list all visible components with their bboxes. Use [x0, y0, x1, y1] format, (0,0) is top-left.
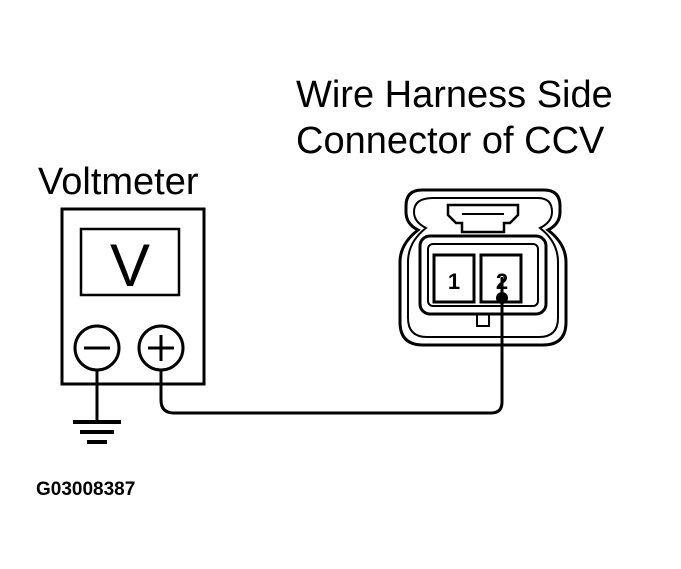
negative-terminal-icon	[73, 324, 121, 372]
harness-connector: 1 2	[398, 188, 568, 347]
connector-lock-tab	[446, 203, 520, 234]
probe-contact-dot	[496, 292, 508, 304]
pin-1	[432, 253, 476, 304]
pin-1-label: 1	[448, 269, 460, 294]
voltmeter-body	[60, 207, 206, 386]
pin-2-label: 2	[496, 269, 508, 294]
connector-key	[476, 313, 490, 327]
voltmeter: V	[60, 207, 206, 386]
connector-title-line-1: Wire Harness Side	[296, 74, 613, 116]
ground-icon	[73, 370, 121, 444]
voltmeter-display	[79, 227, 181, 297]
voltmeter-label: Voltmeter	[38, 161, 199, 203]
connector-inner-housing	[407, 197, 559, 338]
positive-terminal-icon	[137, 324, 185, 372]
figure-id: G03008387	[36, 479, 136, 500]
connector-outer-housing	[398, 188, 568, 347]
test-lead-wire	[159, 277, 504, 415]
connector-title-line-2: Connector of CCV	[296, 120, 605, 162]
voltmeter-display-symbol: V	[110, 232, 150, 299]
